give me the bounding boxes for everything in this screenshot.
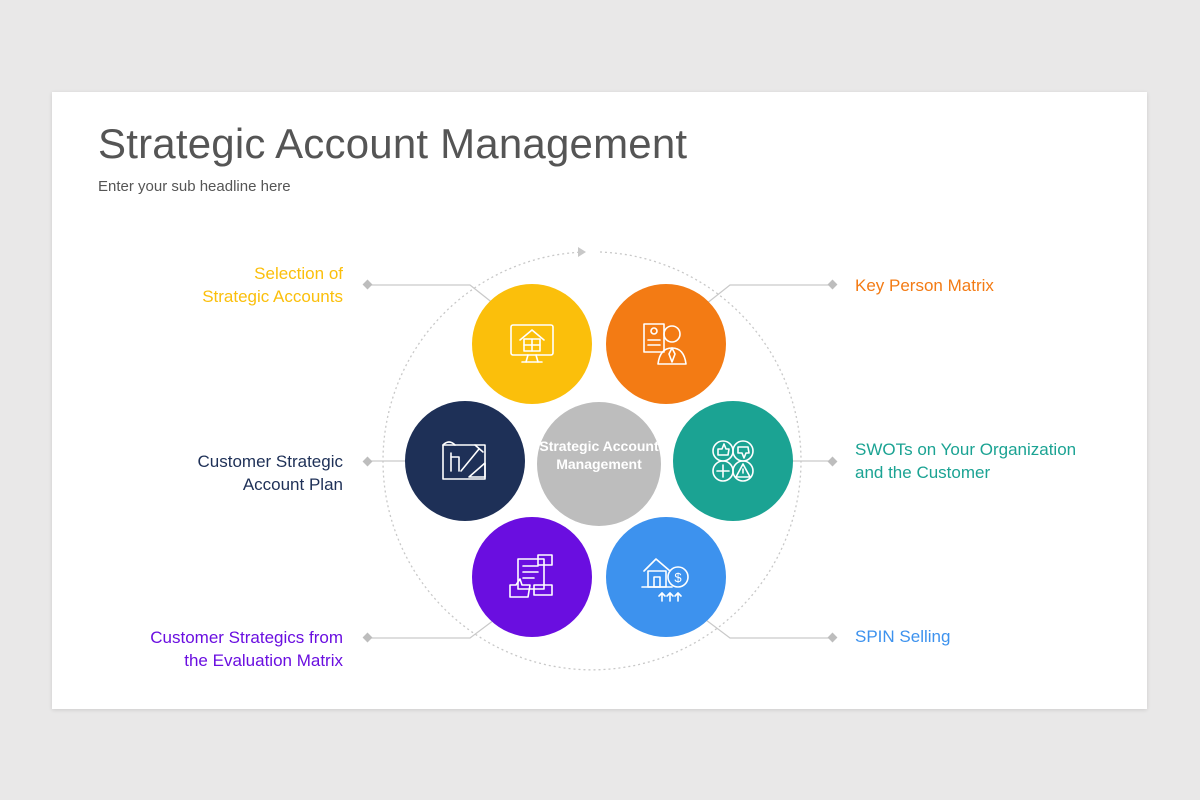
label-line: SPIN Selling [855, 627, 951, 646]
label-line: Key Person Matrix [855, 276, 994, 295]
svg-text:$: $ [674, 570, 682, 585]
label-swot: SWOTs on Your Organization and the Custo… [855, 438, 1076, 484]
label-evaluation: Customer Strategics from the Evaluation … [150, 626, 343, 672]
connector-dot [827, 456, 838, 467]
label-line: Selection of [254, 264, 343, 283]
label-line: Customer Strategic [197, 452, 344, 471]
ring-arrow [578, 247, 586, 257]
label-line: Account Plan [242, 475, 343, 494]
label-selection: Selection of Strategic Accounts [202, 262, 343, 308]
label-line: the Evaluation Matrix [184, 651, 343, 670]
house-dollar-icon: $ [641, 558, 689, 602]
connector-dot [362, 456, 373, 467]
diagram: $ [362, 247, 838, 671]
house-monitor-icon [510, 324, 554, 363]
connector-dot [827, 632, 838, 643]
center-label: Strategic Account Management [539, 438, 659, 472]
label-line: Strategic Accounts [202, 287, 343, 306]
circle-customer-plan[interactable] [405, 401, 525, 521]
circle-evaluation[interactable] [472, 517, 592, 637]
connector-dot [362, 632, 373, 643]
label-line: Customer Strategics from [150, 628, 343, 647]
label-key-person: Key Person Matrix [855, 274, 994, 297]
connector-key-person [705, 284, 832, 305]
connector-dots [362, 279, 838, 643]
slide: Strategic Account Management Enter your … [52, 92, 1147, 709]
label-customer-plan: Customer Strategic Account Plan [198, 450, 344, 496]
circle-key-person[interactable] [606, 284, 726, 404]
connector-evaluation [368, 619, 495, 639]
label-spin: SPIN Selling [855, 625, 950, 648]
label-line: and the Customer [855, 463, 991, 482]
connectors [368, 284, 832, 639]
page-title: Strategic Account Management [98, 120, 688, 167]
connector-spin [705, 619, 832, 639]
person-profile-icon [643, 323, 687, 365]
label-line: SWOTs on Your Organization [855, 440, 1077, 459]
center-circle [537, 402, 661, 526]
blueprint-pencil-icon [442, 441, 486, 480]
connector-dot [827, 279, 838, 290]
feedback-icon [509, 554, 553, 598]
circle-swot[interactable] [673, 401, 793, 521]
swot-icon [712, 440, 754, 482]
page-subtitle: Enter your sub headline here [98, 178, 291, 195]
connector-selection [368, 284, 495, 305]
connector-dot [362, 279, 373, 290]
